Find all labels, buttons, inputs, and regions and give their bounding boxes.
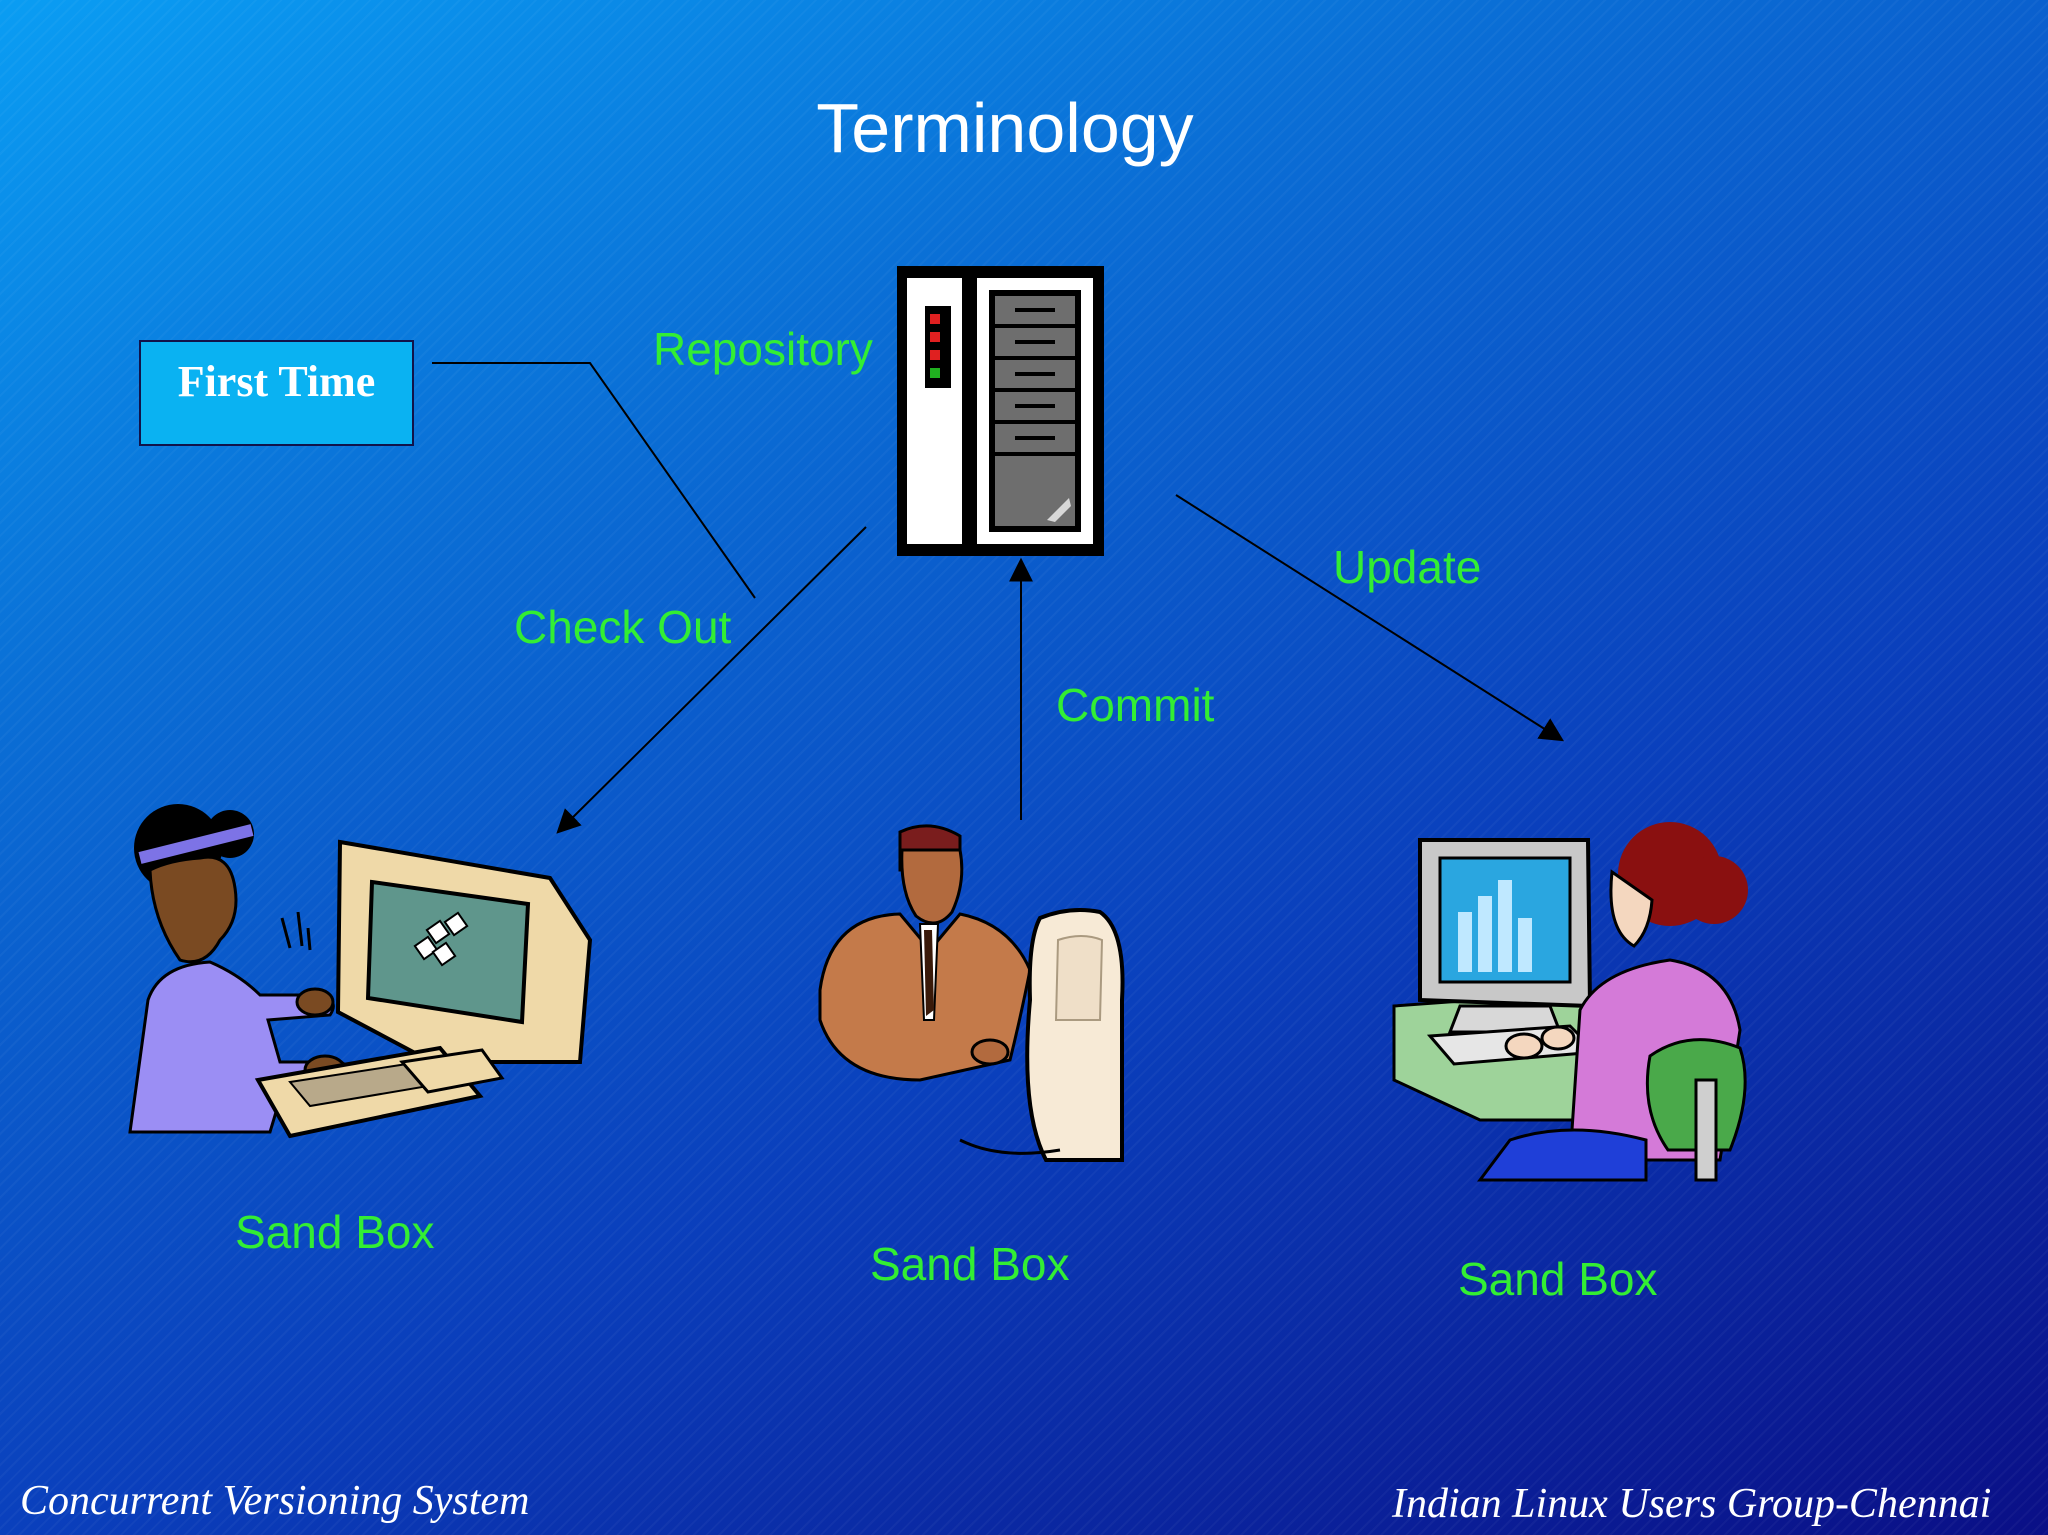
update-label: Update — [1333, 541, 1482, 593]
user-at-computer-left — [128, 804, 593, 1139]
server-icon — [897, 266, 1104, 556]
footer-right: Indian Linux Users Group-Chennai — [1392, 1481, 1992, 1527]
sandbox-label-right: Sand Box — [1458, 1253, 1658, 1305]
user-at-computer-center — [818, 824, 1125, 1162]
checkout-arrow — [556, 526, 867, 834]
first-time-box: First Time — [139, 340, 414, 446]
checkout-label: Check Out — [514, 601, 732, 653]
footer-left: Concurrent Versioning System — [20, 1478, 530, 1524]
commit-label: Commit — [1056, 679, 1215, 731]
sandbox-label-center: Sand Box — [870, 1238, 1070, 1290]
slide-title: Terminology — [816, 89, 1194, 167]
user-at-computer-right — [1392, 822, 1748, 1182]
repository-label: Repository — [653, 323, 873, 375]
first-time-callout-line — [432, 362, 756, 599]
sandbox-label-left: Sand Box — [235, 1206, 435, 1258]
update-arrow — [1175, 494, 1565, 742]
